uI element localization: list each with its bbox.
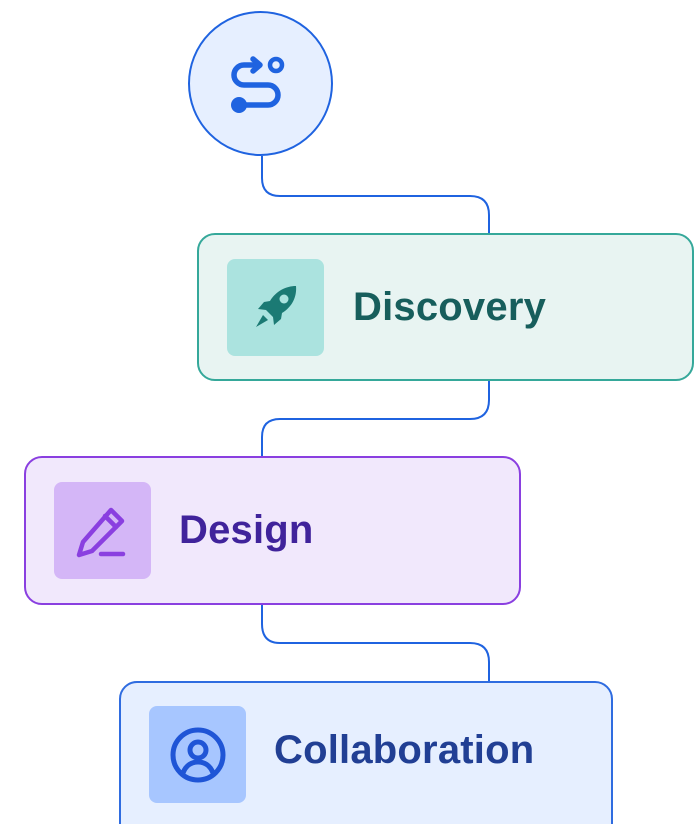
connector-design-to-collaboration xyxy=(261,605,490,681)
design-icon-box xyxy=(54,482,151,579)
step-label-discovery: Discovery xyxy=(353,284,547,329)
discovery-icon-box xyxy=(227,258,324,356)
connector-start-to-discovery xyxy=(261,156,490,233)
connector-discovery-to-design xyxy=(261,381,490,456)
collaboration-icon-box xyxy=(149,706,246,803)
route-icon xyxy=(230,55,284,113)
step-label-design: Design xyxy=(179,508,314,552)
step-label-collaboration: Collaboration xyxy=(274,728,535,772)
step-card-collaboration: Collaboration xyxy=(119,681,613,824)
rocket-icon xyxy=(255,286,296,327)
user-circle-icon xyxy=(170,727,225,782)
start-node xyxy=(188,11,333,156)
pencil-icon xyxy=(76,507,125,557)
step-card-design: Design xyxy=(24,456,521,605)
step-card-discovery: Discovery xyxy=(197,233,694,381)
